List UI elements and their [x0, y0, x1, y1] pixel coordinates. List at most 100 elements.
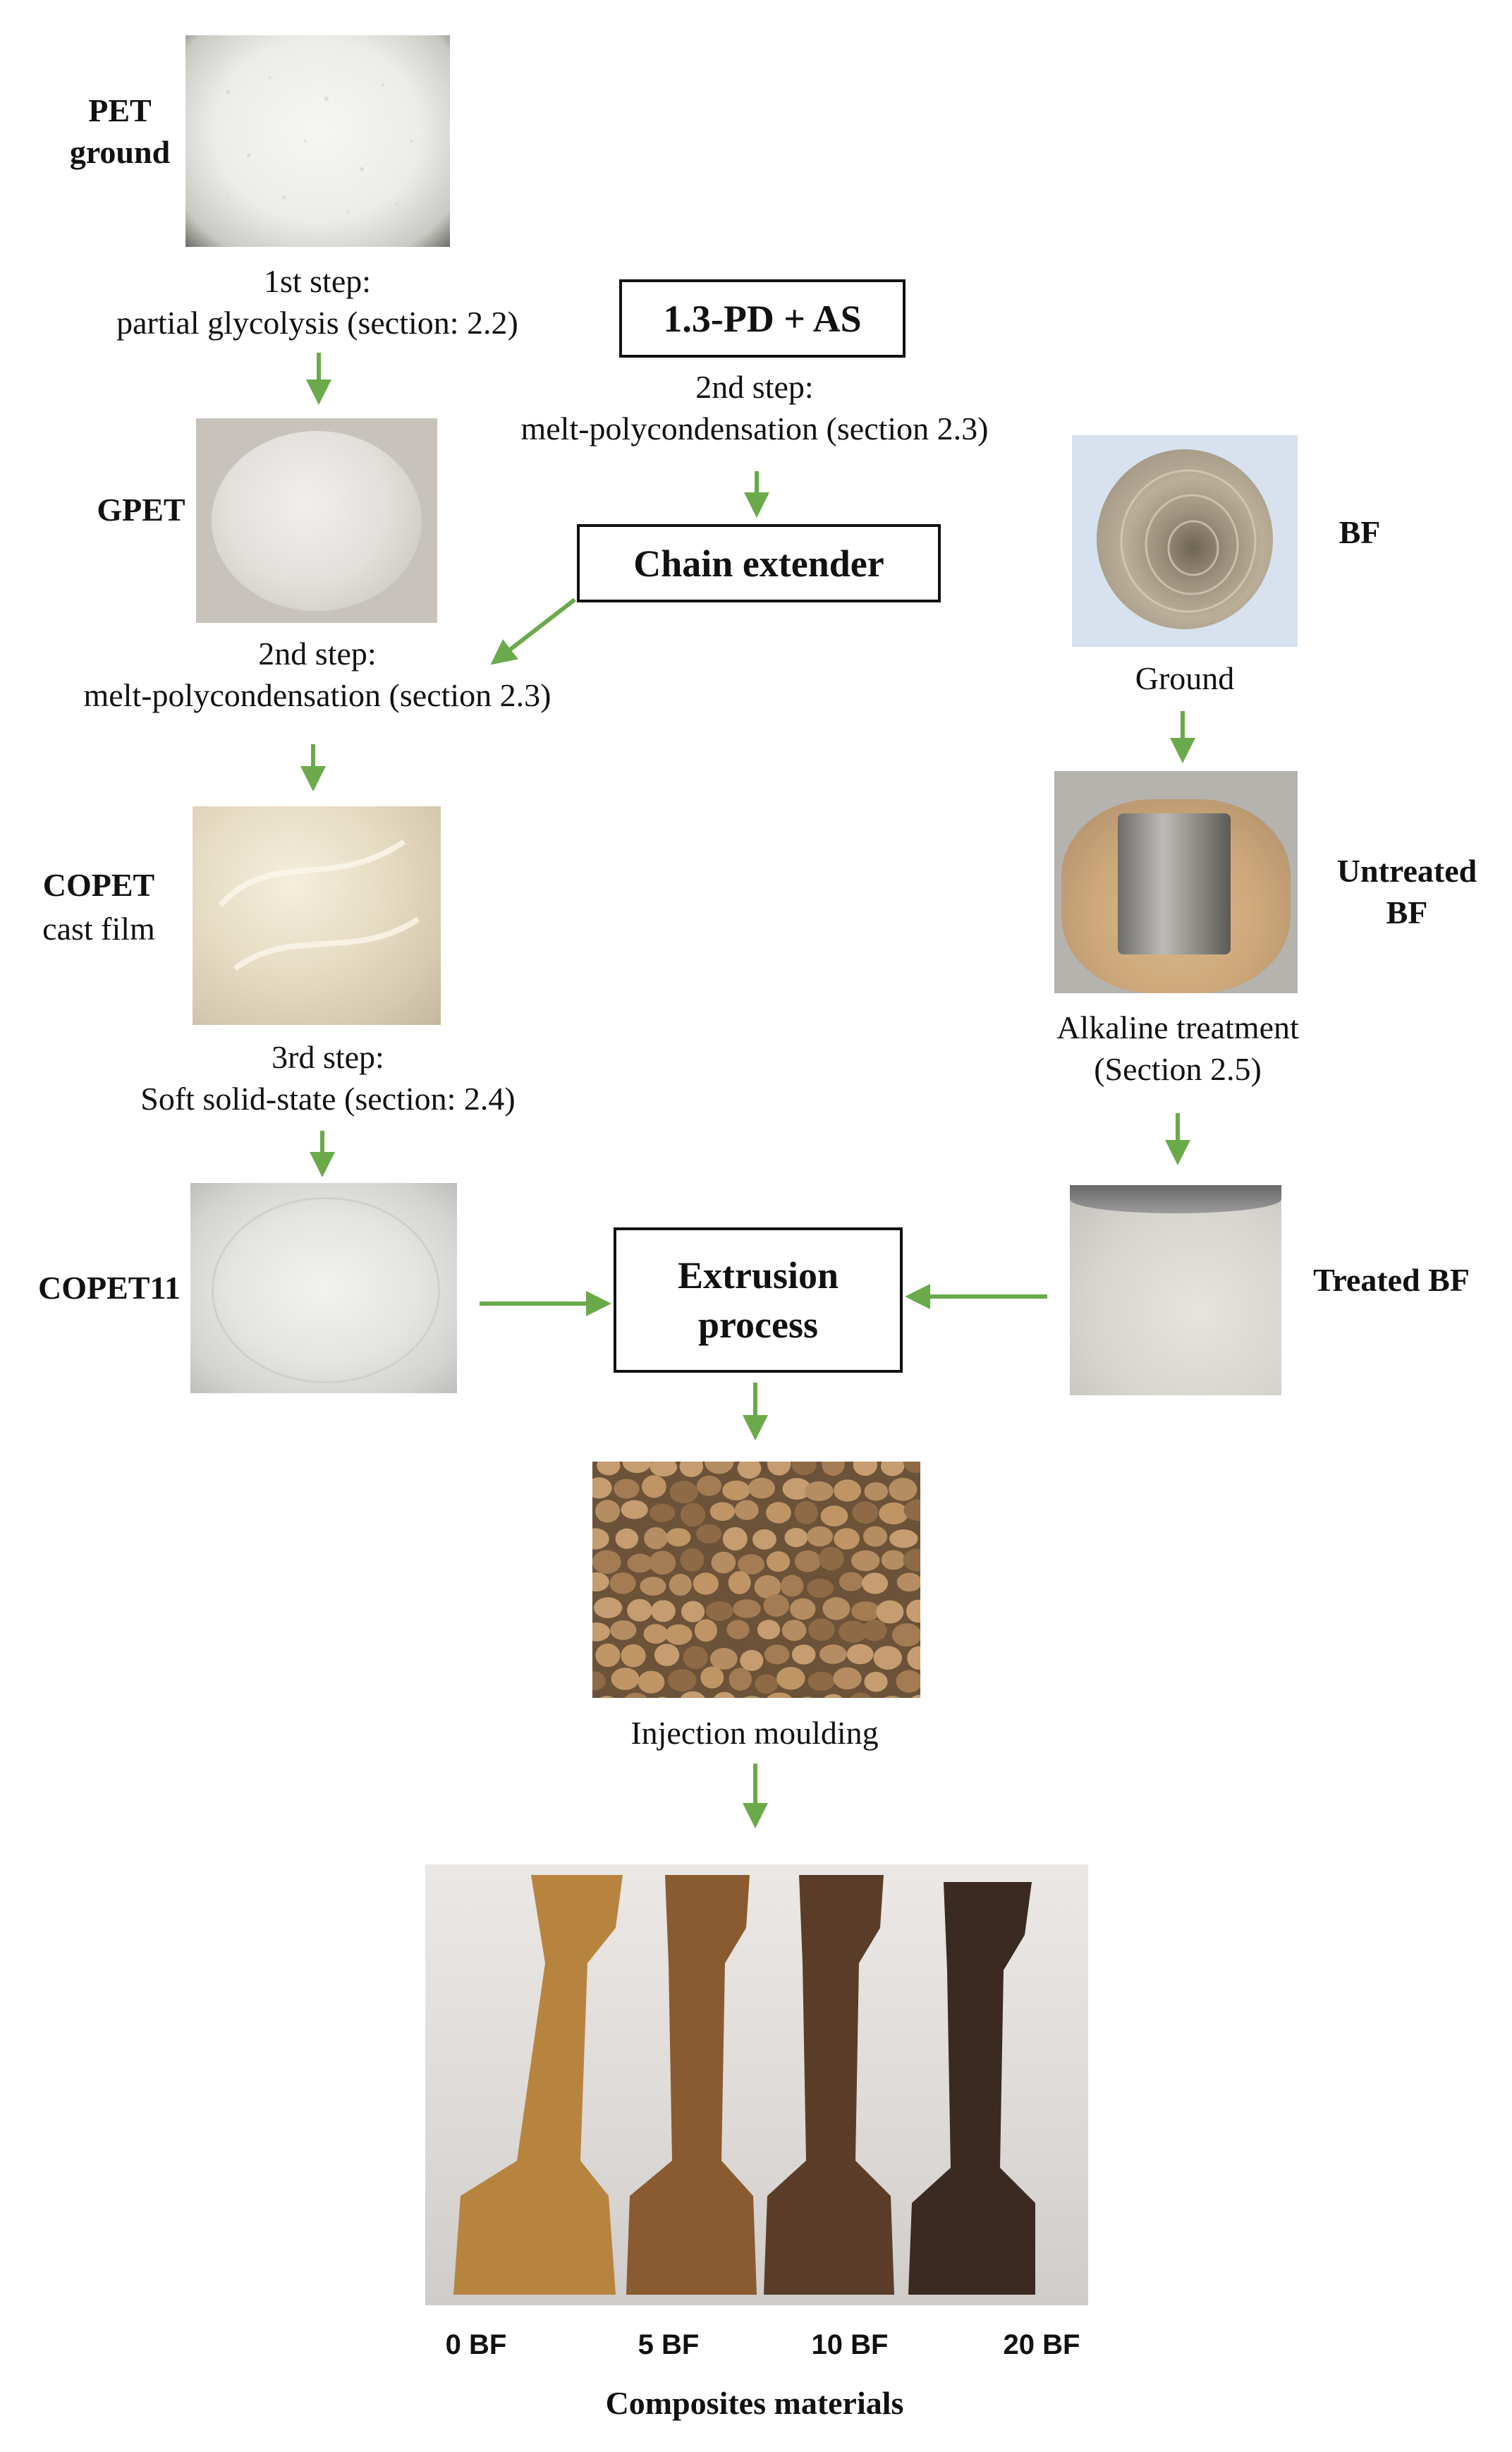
pellet — [728, 1571, 751, 1595]
extrusion-box: Extrusion process — [614, 1227, 903, 1373]
pellet — [834, 1528, 860, 1550]
label-bf: BF — [1339, 514, 1381, 550]
pellet — [679, 1462, 704, 1477]
label-step2-left: 2nd step: melt-polycondensation (section… — [83, 636, 551, 713]
pellet — [766, 1551, 791, 1572]
pellet — [696, 1524, 722, 1544]
pellet — [621, 1500, 648, 1519]
caption-composites: Composites materials — [605, 2385, 904, 2421]
pet-ground-photo — [185, 35, 450, 247]
pellet — [889, 1477, 917, 1501]
pellet — [884, 1695, 901, 1698]
treated-bf-photo — [1070, 1185, 1281, 1395]
pellet — [694, 1619, 718, 1642]
label-step3: 3rd step: Soft solid-state (section: 2.4… — [140, 1039, 516, 1117]
pellet — [597, 1462, 621, 1476]
label-copet: COPET — [42, 867, 155, 903]
pellet — [780, 1574, 804, 1597]
pellet — [592, 1550, 621, 1574]
treated-bf-rim — [1070, 1185, 1281, 1213]
pellet — [846, 1644, 874, 1665]
pellet — [621, 1644, 646, 1668]
pellet — [627, 1553, 653, 1573]
pellet — [896, 1572, 920, 1592]
pellet — [651, 1600, 676, 1622]
pellet — [889, 1529, 918, 1548]
dogbone-5bf — [626, 1875, 757, 2295]
pellet — [808, 1618, 835, 1641]
pellet — [839, 1572, 864, 1591]
pellet — [643, 1624, 669, 1644]
pellet — [592, 1477, 612, 1499]
pellet — [820, 1505, 848, 1527]
chain-extender-label: Chain extender — [633, 542, 884, 585]
pellets-texture-icon — [592, 1462, 920, 1698]
pellet — [752, 1529, 776, 1550]
pellet — [680, 1548, 705, 1572]
copet11-dish — [212, 1197, 440, 1383]
pellet — [862, 1526, 888, 1547]
pellet — [709, 1648, 738, 1670]
pellet — [649, 1550, 676, 1575]
pellet — [733, 1599, 761, 1618]
pellet — [700, 1666, 724, 1689]
pellet — [669, 1574, 692, 1596]
pellet — [807, 1578, 834, 1598]
pellet — [891, 1623, 920, 1647]
pellet — [804, 1481, 834, 1501]
pellet — [650, 1503, 676, 1522]
pellet — [624, 1692, 647, 1698]
pellet — [757, 1620, 781, 1640]
pellet — [862, 1572, 889, 1594]
bf-photo — [1072, 435, 1298, 647]
label-gpet: GPET — [97, 492, 185, 528]
label-untreated-bf: Untreated BF — [1336, 853, 1477, 930]
pellet — [711, 1551, 736, 1574]
pellet — [680, 1503, 706, 1527]
pellet — [748, 1477, 775, 1499]
pellet — [839, 1620, 867, 1643]
chain-extender-box: Chain extender — [577, 524, 941, 602]
pellet — [764, 1644, 790, 1665]
pellet — [819, 1644, 847, 1664]
pellet — [881, 1550, 906, 1570]
pellet — [781, 1620, 807, 1641]
pellet — [610, 1620, 637, 1640]
pellets-photo — [592, 1462, 920, 1698]
label-step2-top: 2nd step: melt-polycondensation (section… — [520, 369, 989, 447]
untreated-bf-photo — [1054, 771, 1298, 993]
pellet — [879, 1502, 909, 1524]
fiber-swirl-icon — [1120, 469, 1257, 613]
pellet — [763, 1594, 790, 1617]
pellet — [622, 1462, 652, 1474]
pellet — [790, 1598, 816, 1620]
pellet — [640, 1577, 666, 1596]
pellet — [595, 1500, 621, 1523]
pellet — [599, 1696, 614, 1698]
pellet — [594, 1597, 623, 1618]
pellet — [728, 1668, 752, 1691]
pellet — [767, 1692, 793, 1698]
pellet — [592, 1671, 606, 1691]
pellet — [850, 1692, 872, 1698]
pellet — [644, 1527, 668, 1550]
pellet — [880, 1462, 905, 1476]
untreated-bf-rotor — [1118, 813, 1231, 954]
pellet — [782, 1478, 812, 1500]
pellet — [657, 1697, 668, 1698]
pellet — [705, 1462, 734, 1474]
pellet — [654, 1644, 680, 1666]
arrow-chain-to-gpet — [490, 597, 576, 665]
label-copet-sub: cast film — [42, 911, 155, 947]
pellet — [903, 1462, 920, 1474]
pellet — [737, 1462, 762, 1479]
label-step1: 1st step: partial glycolysis (section: 2… — [116, 263, 518, 341]
pellet — [766, 1502, 791, 1524]
label-injection: Injection moulding — [630, 1715, 879, 1751]
pellet — [807, 1671, 836, 1691]
sample-label-20bf: 20 BF — [1003, 2329, 1080, 2360]
gpet-photo — [196, 418, 437, 623]
pellet — [822, 1597, 850, 1620]
pellet — [609, 1572, 636, 1594]
pellet — [794, 1550, 822, 1572]
